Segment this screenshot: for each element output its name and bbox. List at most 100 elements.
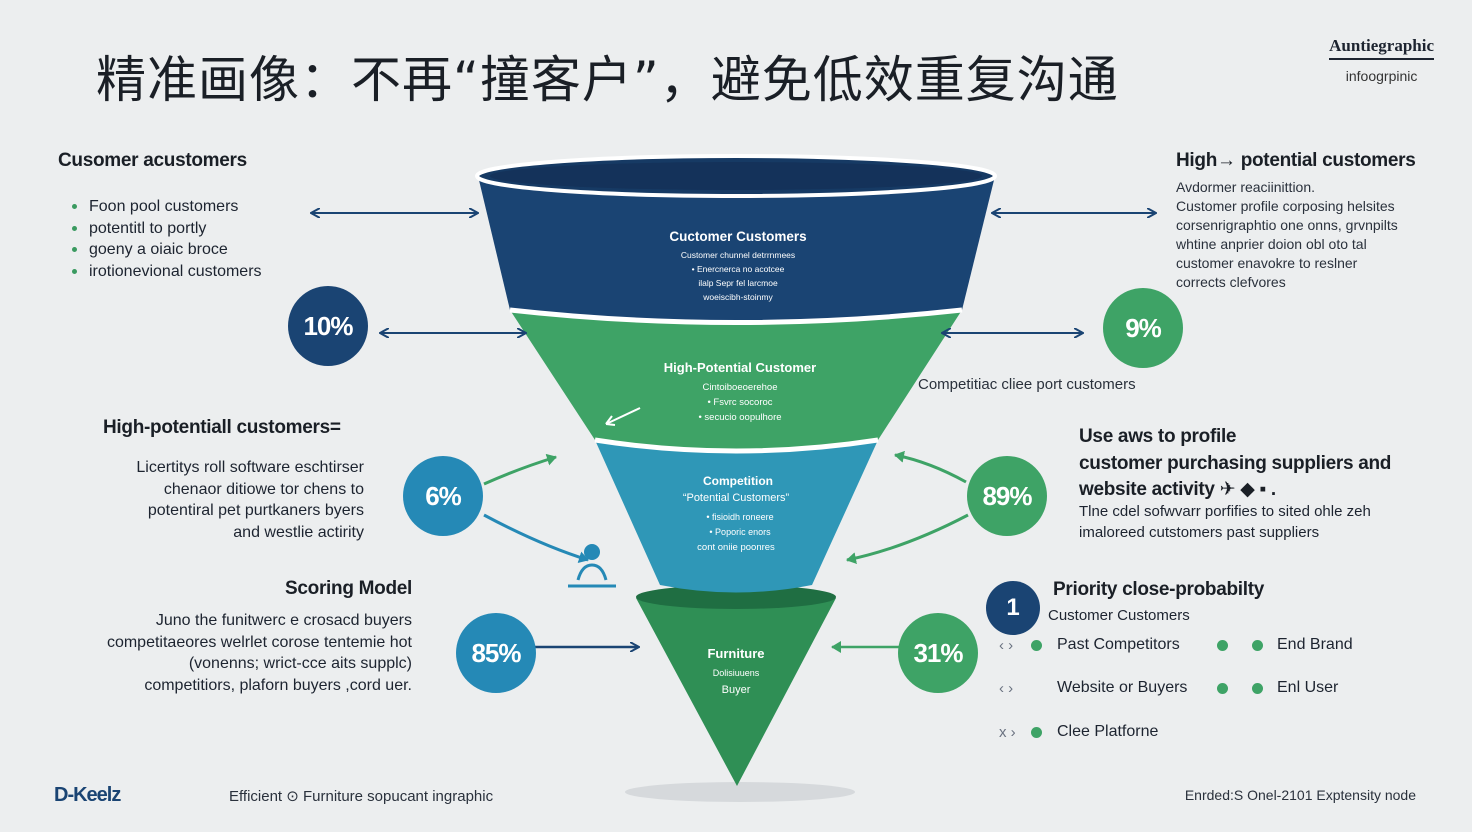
right-3-percent-badge: 31%	[898, 613, 978, 693]
connector-right-3	[894, 450, 967, 484]
funnel-stage-4	[636, 598, 836, 786]
right-1-line: customer enavokre to reslner	[1176, 255, 1358, 271]
left-1-bullet: irotionevional customers	[72, 261, 262, 283]
stage-1-line-2: • Enercnerca no acotcee	[692, 264, 785, 274]
green-dot-icon	[1252, 682, 1263, 694]
row-left-label: Clee Platforne	[1057, 723, 1159, 740]
right-3-heading: Priority close-probabilty	[1053, 579, 1265, 600]
right-1-heading: High→ potential customers	[1176, 150, 1416, 171]
row-marker-icon: x ›	[999, 723, 1016, 741]
right-1-text: Avdormer reaciinittion. Customer profile…	[1176, 178, 1398, 292]
footer-right-text: Enrded:S Onel-2101 Exptensity node	[1184, 787, 1416, 803]
right-1-caption: Competitiac cliee port customers	[918, 376, 1136, 393]
connector-left-3	[483, 453, 557, 486]
right-2-line: Tlne cdel sofwvarr porfifies to sited oh…	[1079, 503, 1371, 520]
left-1-heading: Cusomer acustomers	[58, 150, 247, 171]
row-marker-icon: ‹ ›	[999, 636, 1014, 654]
left-1-bullet: potentitl to portly	[72, 218, 262, 240]
left-1-bullet: Foon pool customers	[72, 196, 262, 218]
right-2-line: imaloreed cutstomers past suppliers	[1079, 524, 1320, 541]
row-left-label: Website or Buyers	[1057, 679, 1188, 696]
person-icon	[568, 544, 616, 588]
left-3-text: Juno the funitwerc e crosacd buyers comp…	[107, 610, 412, 696]
left-3-percent-badge: 85%	[456, 613, 536, 693]
stage-2-line-2: • Fsvrc socoroc	[707, 397, 772, 408]
stage-3-title: Competition	[703, 474, 773, 488]
brand-line-1: Auntiegraphic	[1329, 36, 1434, 60]
right-3-subheading: Customer Customers	[1048, 607, 1190, 624]
left-2-percent-badge: 6%	[403, 456, 483, 536]
priority-row: ‹ › Past Competitors End Brand	[999, 634, 1419, 656]
stage-1-line-3: ilalp Sepr fel larcmoe	[698, 278, 778, 288]
left-2-text: Licertitys roll software eschtirser chen…	[136, 457, 364, 543]
connector-left-4	[483, 513, 589, 564]
row-right-label: Enl User	[1277, 679, 1339, 696]
right-2-heading-line: customer purchasing suppliers and	[1079, 452, 1392, 474]
stage-3-line-1: • fisioidh roneere	[706, 512, 773, 522]
left-3-line: competitaeores welrlet corose tentemie h…	[106, 633, 412, 651]
brand-mark: Auntiegraphic infoogrpinic	[1329, 36, 1434, 84]
right-2-heading: Use aws to profile customer purchasing s…	[1079, 424, 1391, 504]
left-3-line: competitiors, plaforn buyers ,cord uer.	[144, 676, 412, 694]
stage-1-line-1: Customer chunnel detrrnmees	[681, 250, 795, 260]
footer-center-text: Efficient ⊙ Furniture sopucant ingraphic	[229, 788, 494, 805]
right-1-line: Customer profile corposing helsites	[1176, 198, 1395, 214]
stage-1-title: Cuctomer Customers	[669, 229, 806, 244]
left-3-heading: Scoring Model	[285, 578, 412, 599]
stage-1-line-4: woeiscibh-stoinmy	[702, 292, 773, 302]
left-3-line: Juno the funitwerc e crosacd buyers	[155, 612, 412, 629]
left-1-percent-badge: 10%	[288, 286, 368, 366]
green-dot-icon	[1031, 726, 1042, 738]
left-3-line: (vonenns; wrict-cce aits supplc)	[188, 655, 412, 672]
footer-logo: D-Keelz	[54, 784, 121, 806]
stage-3-line-2: • Poporic enors	[709, 527, 771, 537]
funnel-stage-4-rim	[636, 585, 836, 609]
right-2-heading-line: website activity ✈ ◆ ▪ .	[1079, 479, 1276, 500]
green-dot-icon	[1031, 639, 1042, 651]
right-2-text: Tlne cdel sofwvarr porfifies to sited oh…	[1079, 501, 1371, 543]
left-2-heading: High-potentiall customers=	[103, 417, 341, 438]
stage-2-line-1: Cintoiboeoerehoe	[702, 382, 777, 393]
right-1-line: corrects clefvores	[1176, 274, 1286, 290]
row-right-label: End Brand	[1277, 636, 1353, 653]
left-2-line: and westlie actirity	[233, 523, 364, 541]
stage-2-arrow-icon	[605, 407, 641, 425]
right-2-percent-badge: 89%	[967, 456, 1047, 536]
funnel-top-opening	[490, 162, 982, 190]
stage-3-line-3: cont oniie poonres	[697, 542, 775, 553]
stage-2-title: High-Potential Customer	[664, 360, 816, 375]
stage-2-arrowhead-icon	[605, 415, 616, 426]
stage-4-title: Furniture	[707, 646, 764, 661]
right-1-line: whtine anprier doion obl oto tal	[1176, 236, 1367, 252]
green-dot-icon	[1217, 639, 1228, 651]
left-1-bullets: Foon pool customers potentitl to portly …	[72, 196, 262, 282]
row-left-label: Past Competitors	[1057, 636, 1180, 653]
funnel-stage-1	[478, 176, 995, 323]
left-2-line: Licertitys roll software eschtirser	[136, 459, 364, 476]
funnel-shadow	[625, 782, 855, 802]
funnel-stage-3	[595, 440, 878, 593]
brand-line-2: infoogrpinic	[1345, 68, 1418, 84]
stage-2-line-3: • secucio oopulhore	[698, 412, 781, 423]
priority-number-badge: 1	[986, 581, 1040, 635]
priority-row: ‹ › Website or Buyers Enl User	[999, 677, 1419, 699]
stage-4-line-2: Buyer	[722, 684, 751, 696]
row-marker-icon: ‹ ›	[999, 679, 1014, 697]
stage-4-line-1: Dolisiuuens	[713, 668, 760, 678]
priority-row: x › Clee Platforne	[999, 721, 1419, 743]
stage-3-subtitle: “Potential Customers”	[683, 492, 790, 504]
funnel-stage-2	[510, 310, 962, 451]
right-1-line: Avdormer reaciinittion.	[1176, 179, 1316, 195]
green-dot-icon	[1252, 639, 1263, 651]
funnel-divider-2	[594, 437, 879, 454]
funnel-divider-1	[509, 307, 963, 325]
left-1-bullet: goeny a oiaic broce	[72, 239, 262, 261]
left-2-line: potentiral pet purtkaners byers	[147, 502, 364, 519]
left-2-line: chenaor ditiowe tor chens to	[163, 480, 364, 498]
green-dot-icon	[1217, 682, 1228, 694]
right-1-percent-badge: 9%	[1103, 288, 1183, 368]
page-title: 精准画像：不再“撞客户”，避免低效重复沟通	[96, 51, 1119, 109]
right-2-heading-line: Use aws to profile	[1079, 426, 1237, 447]
priority-list: ‹ › Past Competitors End Brand ‹ › Websi…	[999, 634, 1419, 743]
